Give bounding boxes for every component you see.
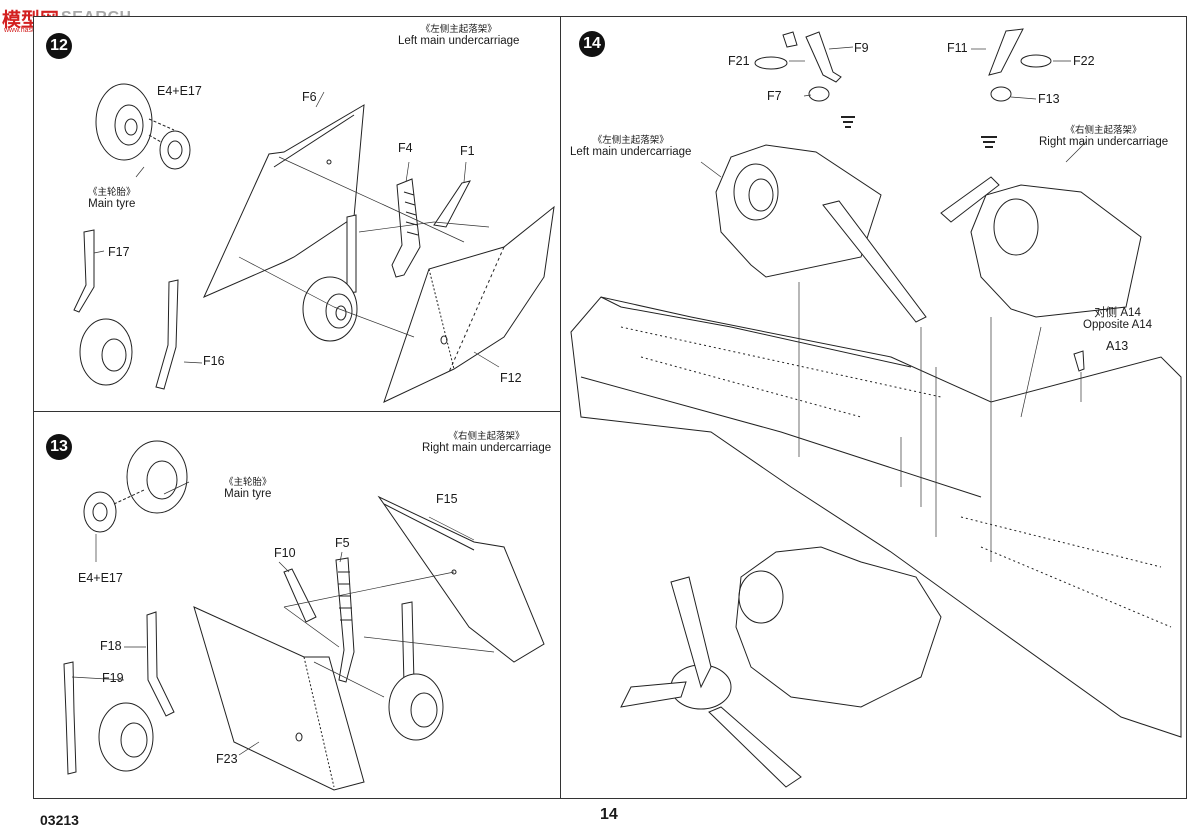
tyre-en: Main tyre: [224, 487, 272, 500]
step-number-badge: 13: [46, 434, 72, 460]
kit-code: 03213: [40, 812, 79, 828]
caption-cn: 《左侧主起落架》: [420, 24, 497, 35]
part-label-f6: F6: [302, 90, 317, 104]
main-tyre-label: 《主轮胎》 Main tyre: [88, 188, 136, 210]
part-label-f13: F13: [1038, 92, 1060, 106]
opposite-en: Opposite A14: [1083, 319, 1153, 332]
part-label-f5: F5: [335, 536, 350, 550]
tyre-en: Main tyre: [88, 197, 136, 210]
step-14-left-caption: 《左侧主起落架》 Left main undercarriage: [570, 136, 691, 158]
step-12-caption: 《左侧主起落架》 Left main undercarriage: [398, 25, 519, 47]
part-label-f22: F22: [1073, 54, 1095, 68]
watermark-url: www.hasuu.com: [4, 27, 55, 34]
page-number: 14: [600, 806, 618, 823]
part-label-f15: F15: [436, 492, 458, 506]
part-label-e4-e17: E4+E17: [78, 571, 123, 585]
step-13-drawing: [63, 440, 545, 791]
part-label-f10: F10: [274, 546, 296, 560]
step-number-badge: 14: [579, 31, 605, 57]
part-label-f17: F17: [108, 245, 130, 259]
step-12-drawing: [73, 83, 555, 403]
caption-cn: 《右侧主起落架》: [1065, 125, 1142, 136]
step-14-right-caption: 《右侧主起落架》 Right main undercarriage: [1039, 126, 1168, 148]
part-label-f1: F1: [460, 144, 475, 158]
caption-cn: 《左侧主起落架》: [592, 135, 669, 146]
step-14-panel: 14 《左侧主起落架》 Left main undercarriage 《右侧主…: [560, 16, 1187, 799]
step-14-drawing: [570, 28, 1182, 788]
tyre-cn: 《主轮胎》: [88, 187, 136, 198]
caption-en: Left main undercarriage: [398, 34, 520, 47]
part-label-f7: F7: [767, 89, 782, 103]
step-13-caption: 《右侧主起落架》 Right main undercarriage: [422, 432, 551, 454]
part-label-f16: F16: [203, 354, 225, 368]
step-12-panel: 12 《左侧主起落架》 Left main undercarriage 《主轮胎…: [33, 16, 561, 412]
opposite-cn: 对侧: [1094, 307, 1118, 319]
part-label-f18: F18: [100, 639, 122, 653]
part-label-e4-e17: E4+E17: [157, 84, 202, 98]
caption-en: Right main undercarriage: [422, 441, 552, 454]
part-label-f9: F9: [854, 41, 869, 55]
part-label-f19: F19: [102, 671, 124, 685]
caption-en: Left main undercarriage: [570, 145, 692, 158]
part-label-a13: A13: [1106, 339, 1129, 353]
part-label-f23: F23: [216, 752, 238, 766]
caption-cn: 《右侧主起落架》: [448, 431, 525, 442]
main-tyre-label: 《主轮胎》 Main tyre: [224, 478, 272, 500]
tyre-cn: 《主轮胎》: [224, 477, 272, 488]
step-13-panel: 13 《右侧主起落架》 Right main undercarriage 《主轮…: [33, 411, 561, 799]
caption-en: Right main undercarriage: [1039, 135, 1169, 148]
part-label-f21: F21: [728, 54, 750, 68]
part-label-f12: F12: [500, 371, 522, 385]
opposite-part: A14: [1120, 307, 1141, 319]
part-label-f11: F11: [947, 41, 968, 55]
step-number-badge: 12: [46, 33, 72, 59]
opposite-a14-note: 对侧 A14 Opposite A14: [1083, 307, 1152, 331]
part-label-f4: F4: [398, 141, 413, 155]
